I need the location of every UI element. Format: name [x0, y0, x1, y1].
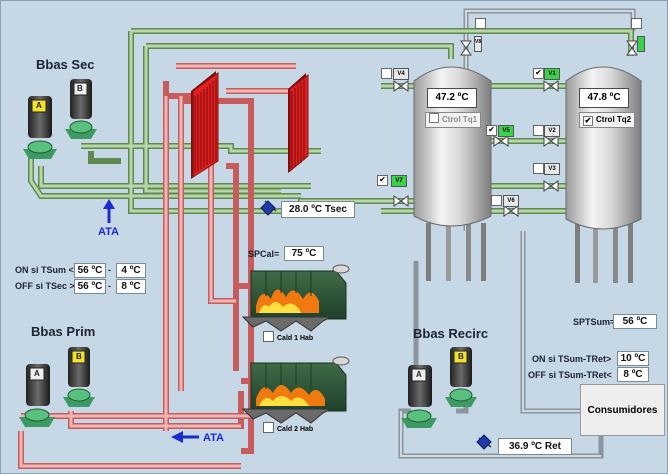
pump-group-sec-title: Bbas Sec — [36, 57, 95, 72]
boiler-2-enable-label: Cald 2 Hab — [277, 426, 314, 433]
tank-2-control-label: Ctrol Tq2 — [596, 115, 632, 124]
rule-on-label: ON si TSum < — [15, 265, 74, 275]
tank-2-control-checkbox[interactable]: ✔ — [583, 116, 593, 126]
tank-1-temp: 47.2 ºC — [427, 88, 477, 108]
tank-1-control-checkbox[interactable] — [429, 113, 439, 123]
rule-off-value-1[interactable]: 56 ºC — [74, 279, 106, 294]
pump-prim-a[interactable] — [19, 364, 55, 427]
pump-recirc-a[interactable] — [401, 365, 437, 428]
rule-off-value-2[interactable]: 8 ºC — [116, 279, 146, 294]
boiler-1-enable-label: Cald 1 Hab — [277, 335, 314, 342]
pump-recirc-b[interactable] — [445, 347, 477, 407]
ata-label-top: ATA — [98, 226, 119, 238]
valve-symbols[interactable] — [393, 40, 638, 217]
valve-v1-tag[interactable]: V1 — [544, 68, 560, 80]
valve-v9-checkbox[interactable] — [631, 18, 642, 29]
consumers-box[interactable]: Consumidores — [580, 384, 665, 436]
boiler-1-checkbox[interactable] — [263, 331, 274, 342]
valve-v7-checkbox[interactable]: ✔ — [377, 175, 388, 186]
recirc-on-value[interactable]: 10 ºC — [617, 351, 649, 366]
valve-v1-checkbox[interactable]: ✔ — [533, 68, 544, 79]
valve-v3-tag[interactable]: V3 — [544, 163, 560, 175]
pump-prim-a-label: A — [34, 369, 40, 378]
rule-off-label: OFF si TSec > — [15, 281, 75, 291]
tsec-readout: 28.0 ºC Tsec — [281, 201, 355, 218]
rule-on-value-1[interactable]: 56 ºC — [74, 263, 106, 278]
valve-v7-tag[interactable]: V7 — [391, 175, 407, 187]
sptsum-label: SPTSum= — [573, 317, 616, 327]
boiler-2-enable[interactable]: Cald 2 Hab — [263, 422, 313, 433]
sensor-tsec — [260, 200, 277, 216]
ata-arrow-bottom — [171, 431, 199, 443]
pump-sec-a[interactable] — [23, 96, 57, 159]
rule-on-sep: - — [108, 265, 111, 275]
pump-prim-b-label: B — [76, 352, 82, 361]
pump-group-prim-title: Bbas Prim — [31, 324, 96, 339]
tret-readout: 36.9 ºC Ret — [498, 438, 572, 455]
boiler-2-checkbox[interactable] — [263, 422, 274, 433]
valve-v3-checkbox[interactable] — [533, 163, 544, 174]
spcal-value[interactable]: 75 ºC — [284, 246, 324, 261]
pump-recirc-b-label: B — [458, 352, 464, 361]
pump-prim-b[interactable] — [63, 347, 95, 407]
tank-1-control-label: Ctrol Tq1 — [442, 115, 478, 124]
boiler-1-enable[interactable]: Cald 1 Hab — [263, 331, 313, 342]
valve-v2-tag[interactable]: V2 — [544, 125, 560, 137]
valve-v4-tag[interactable]: V4 — [393, 68, 409, 80]
heat-exchanger-1 — [191, 71, 219, 179]
sensor-tret — [476, 434, 492, 450]
ata-label-bottom: ATA — [203, 432, 224, 444]
boiler-2 — [241, 356, 350, 424]
valve-v8-tag[interactable]: V8 — [474, 36, 482, 52]
rule-off-sep: - — [108, 281, 111, 291]
sptsum-value[interactable]: 56 ºC — [613, 314, 657, 329]
tank-2-control[interactable]: ✔Ctrol Tq2 — [579, 112, 635, 128]
secondary-green-pipes — [28, 28, 634, 214]
valve-v9-tag[interactable] — [637, 36, 645, 52]
tank-2-temp: 47.8 ºC — [579, 88, 629, 108]
recirc-on-label: ON si TSum-TRet> — [532, 354, 612, 364]
valve-v2-checkbox[interactable] — [533, 125, 544, 136]
valve-v6-tag[interactable]: V6 — [503, 195, 519, 207]
recirc-off-value[interactable]: 8 ºC — [617, 367, 649, 382]
boiler-1 — [241, 264, 350, 332]
recirc-off-label: OFF si TSum-TRet< — [528, 370, 612, 380]
valve-v8-checkbox[interactable] — [475, 18, 486, 29]
spcal-label: SPCal= — [248, 249, 280, 259]
valve-v5-checkbox[interactable]: ✔ — [486, 125, 497, 136]
tank-1-control[interactable]: Ctrol Tq1 — [425, 112, 481, 128]
pump-recirc-a-label: A — [416, 370, 422, 379]
valve-v5-tag[interactable]: V5 — [498, 125, 514, 137]
pump-sec-a-label: A — [36, 101, 42, 110]
pump-group-recirc-title: Bbas Recirc — [413, 326, 489, 341]
valve-v4-checkbox[interactable] — [381, 68, 392, 79]
ata-arrow-top — [103, 199, 115, 223]
heat-exchanger-2 — [288, 73, 309, 173]
valve-v6-checkbox[interactable] — [491, 195, 502, 206]
pump-sec-b[interactable] — [65, 79, 97, 139]
rule-on-value-2[interactable]: 4 ºC — [116, 263, 146, 278]
pump-sec-b-label: B — [77, 84, 83, 93]
